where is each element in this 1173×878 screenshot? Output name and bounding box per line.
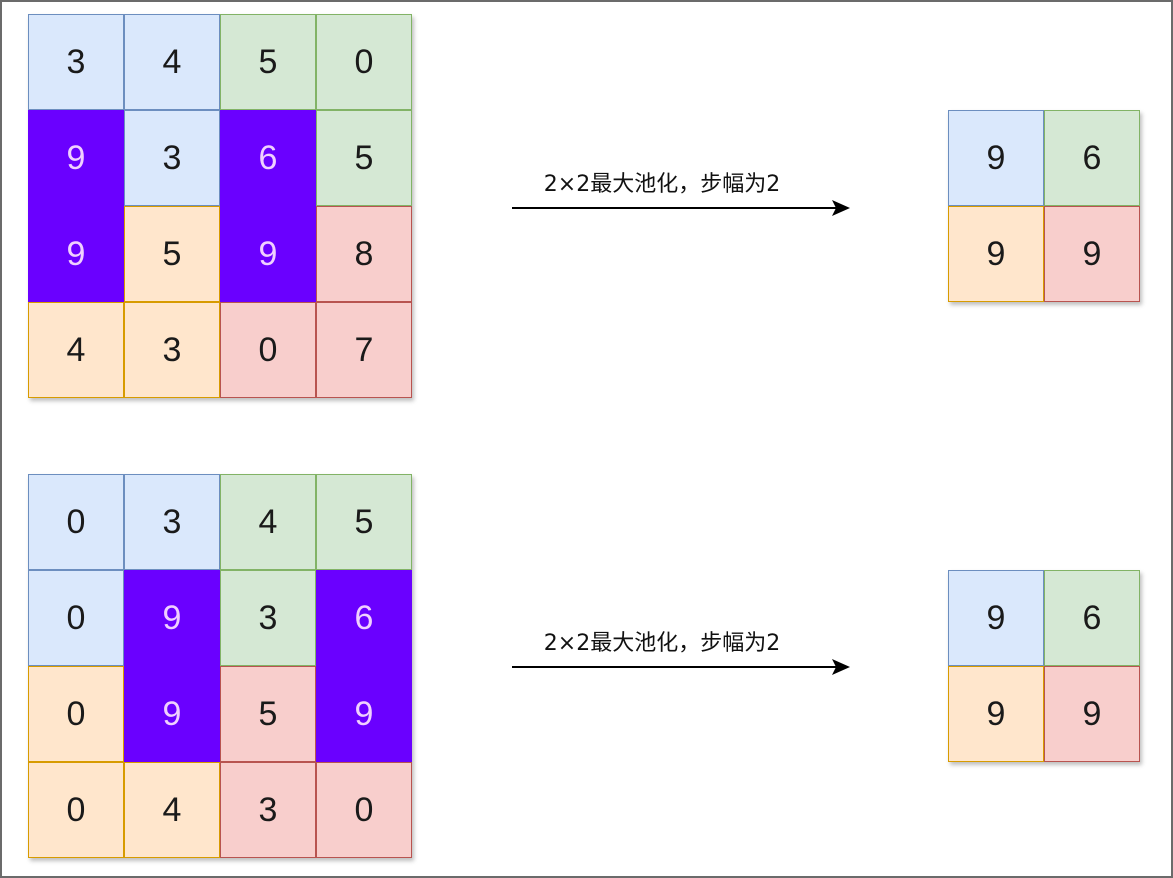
input-matrix-1-cell-r0-c1: 4 [124,14,220,110]
input-matrix-2-cell-r3-c3: 0 [316,762,412,858]
input-matrix-1-cell-r1-c0: 9 [28,110,124,206]
input-matrix-1-cell-r1-c1: 3 [124,110,220,206]
pooling-arrow-2: 2×2最大池化，步幅为2 [502,625,852,695]
input-matrix-2-cell-r0-c1: 3 [124,474,220,570]
arrow-right-icon [512,659,850,675]
input-matrix-1-cell-r0-c3: 0 [316,14,412,110]
output-matrix-2-cell-r1-c0: 9 [948,666,1044,762]
input-matrix-1-cell-r3-c3: 7 [316,302,412,398]
input-matrix-2-cell-r2-c0: 0 [28,666,124,762]
input-matrix-1-cell-r2-c1: 5 [124,206,220,302]
input-matrix-1-cell-r2-c3: 8 [316,206,412,302]
input-matrix-2-cell-r0-c0: 0 [28,474,124,570]
output-matrix-2-cell-r1-c1: 9 [1044,666,1140,762]
output-matrix-2-cell-r0-c1: 6 [1044,570,1140,666]
input-matrix-2-cell-r2-c3: 9 [316,666,412,762]
output-matrix-1-cell-r0-c1: 6 [1044,110,1140,206]
input-matrix-1-cell-r0-c2: 5 [220,14,316,110]
input-matrix-2-cell-r2-c2: 5 [220,666,316,762]
output-matrix-2-cell-r0-c0: 9 [948,570,1044,666]
input-matrix-1-cell-r3-c1: 3 [124,302,220,398]
input-matrix-1-cell-r1-c3: 5 [316,110,412,206]
input-matrix-2-cell-r3-c0: 0 [28,762,124,858]
pooling-label-2: 2×2最大池化，步幅为2 [543,631,781,656]
input-matrix-2-cell-r1-c2: 3 [220,570,316,666]
arrow-right-icon [512,200,850,216]
pooling-label-1: 2×2最大池化，步幅为2 [543,172,781,197]
input-matrix-2-cell-r0-c2: 4 [220,474,316,570]
input-matrix-1-cell-r2-c2: 9 [220,206,316,302]
input-matrix-1-cell-r2-c0: 9 [28,206,124,302]
output-matrix-1-cell-r1-c0: 9 [948,206,1044,302]
input-matrix-2-cell-r0-c3: 5 [316,474,412,570]
pooling-arrow-1: 2×2最大池化，步幅为2 [502,166,852,236]
input-matrix-2-cell-r3-c1: 4 [124,762,220,858]
input-matrix-1-cell-r1-c2: 6 [220,110,316,206]
input-matrix-1-cell-r0-c0: 3 [28,14,124,110]
input-matrix-1-cell-r3-c2: 0 [220,302,316,398]
output-matrix-1-cell-r1-c1: 9 [1044,206,1140,302]
input-matrix-2-cell-r1-c1: 9 [124,570,220,666]
input-matrix-2-cell-r1-c0: 0 [28,570,124,666]
input-matrix-1-cell-r3-c0: 4 [28,302,124,398]
output-matrix-1-cell-r0-c0: 9 [948,110,1044,206]
input-matrix-2-cell-r1-c3: 6 [316,570,412,666]
input-matrix-2-cell-r3-c2: 3 [220,762,316,858]
input-matrix-2-cell-r2-c1: 9 [124,666,220,762]
